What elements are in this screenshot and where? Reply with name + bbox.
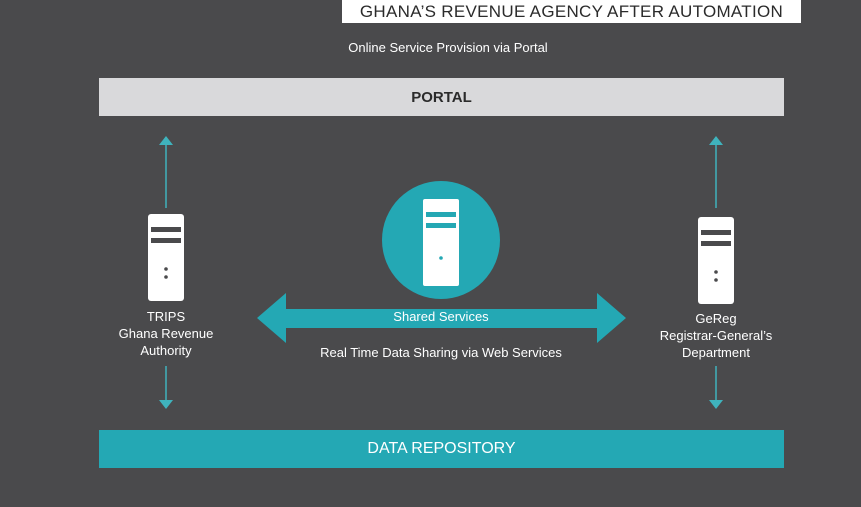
right-server-icon <box>698 217 734 304</box>
diagram-subtitle: Online Service Provision via Portal <box>348 40 548 55</box>
left-up-arrow <box>159 136 173 208</box>
shared-server-icon <box>382 181 500 299</box>
left-node-line-1: TRIPS <box>146 309 186 324</box>
right-node-line-3: Department <box>682 345 750 360</box>
left-node-line-2: Ghana Revenue <box>118 326 214 341</box>
data-repository-bar: DATA REPOSITORY <box>99 430 784 468</box>
right-node-line-1: GeReg <box>695 311 737 326</box>
diagram-title: GHANA’S REVENUE AGENCY AFTER AUTOMATION <box>342 0 801 23</box>
right-node-label: GeReg Registrar-General’s Department <box>636 310 796 361</box>
data-sharing-double-arrow <box>257 293 626 343</box>
left-node-label: TRIPS Ghana Revenue Authority <box>96 308 236 359</box>
right-up-arrow <box>709 136 723 208</box>
left-server-icon <box>148 214 184 301</box>
right-down-arrow <box>709 366 723 409</box>
right-node-line-2: Registrar-General’s <box>659 328 773 343</box>
data-sharing-caption: Real Time Data Sharing via Web Services <box>320 345 562 360</box>
left-node-line-3: Authority <box>140 343 192 358</box>
portal-bar: PORTAL <box>99 78 784 116</box>
left-down-arrow <box>159 366 173 409</box>
repository-label: DATA REPOSITORY <box>367 440 516 457</box>
portal-label: PORTAL <box>411 88 472 106</box>
shared-services-label: Shared Services <box>393 309 489 324</box>
